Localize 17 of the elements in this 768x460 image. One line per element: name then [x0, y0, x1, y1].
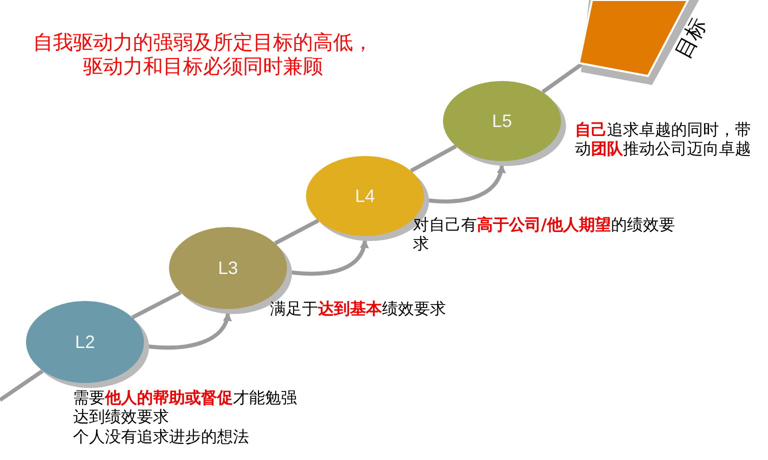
level-label: L3	[218, 258, 238, 278]
track-line	[542, 62, 584, 94]
level-description: 满足于达到基本绩效要求	[270, 299, 446, 318]
level-description: 个人没有追求进步的想法	[73, 427, 249, 446]
level-ellipse	[443, 81, 561, 161]
track-line	[0, 369, 44, 402]
level-label: L4	[354, 186, 376, 206]
goal-label: 目标	[670, 14, 712, 62]
level-description: 对自己有高于公司/他人期望的绩效要求	[413, 215, 676, 253]
track-line	[131, 290, 182, 320]
title: 自我驱动力的强弱及所定目标的高低，驱动力和目标必须同时兼顾	[32, 30, 374, 78]
level-description: 需要他人的帮助或督促才能勉强达到绩效要求	[73, 388, 298, 426]
track-line	[410, 144, 458, 173]
level-label: L2	[74, 332, 96, 352]
track-line	[274, 218, 320, 246]
level-description: 自己追求卓越的同时，带动团队推动公司迈向卓越	[575, 120, 751, 158]
level-label: L5	[492, 111, 512, 131]
